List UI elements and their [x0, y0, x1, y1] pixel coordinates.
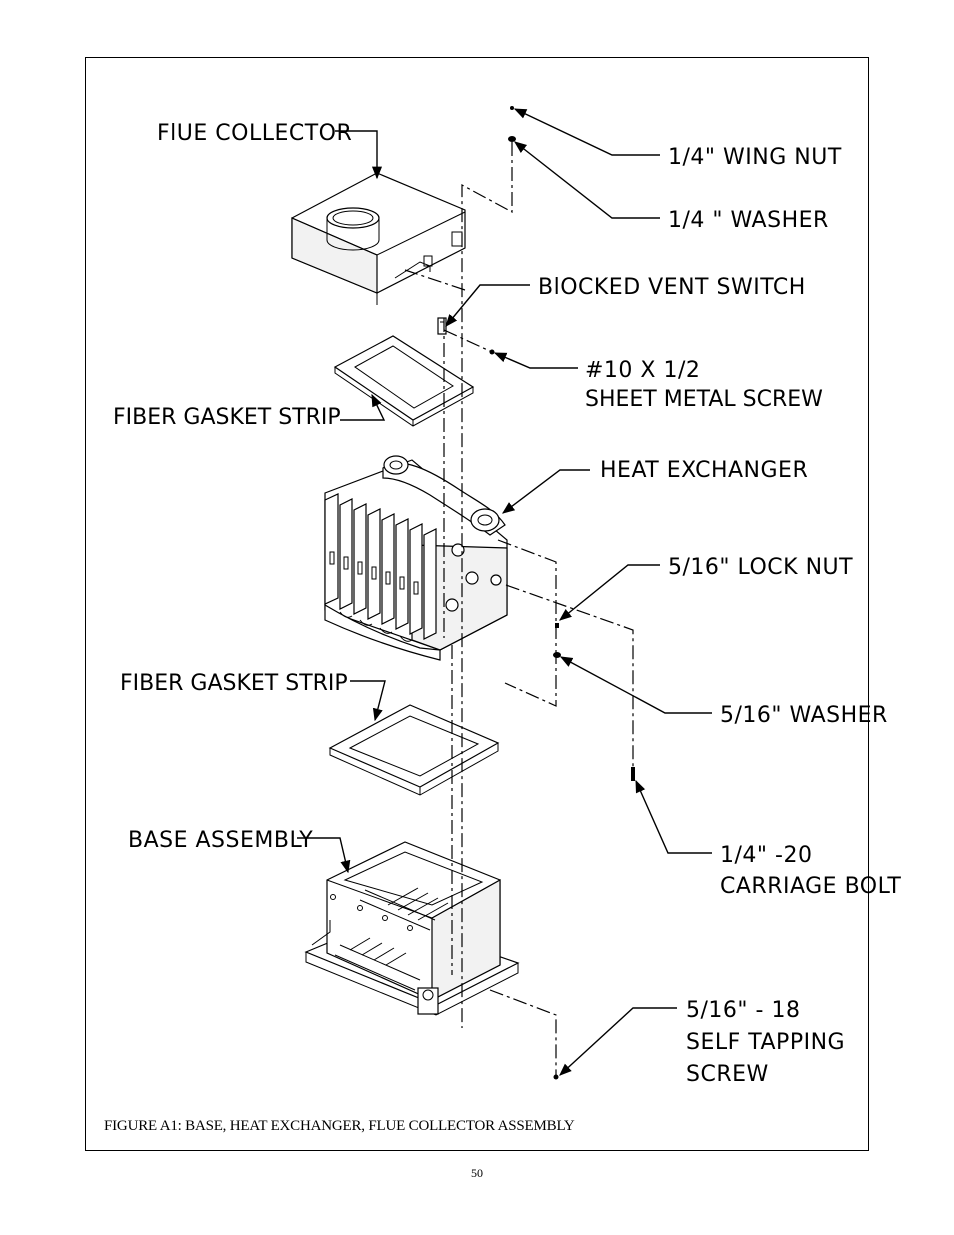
leader-lines: [297, 108, 712, 1076]
label-self-tapping-screw-line3: SCREW: [686, 1062, 769, 1087]
assembly-centerlines: [404, 142, 634, 1075]
label-base-assembly: BASE ASSEMBLY: [128, 828, 313, 853]
label-sheet-metal-screw-line2: SHEET METAL SCREW: [585, 387, 823, 412]
label-carriage-bolt-line1: 1/4" -20: [720, 843, 812, 868]
label-fiber-gasket-strip-bottom: FIBER GASKET STRIP: [120, 671, 348, 696]
label-heat-exchanger: HEAT EXCHANGER: [600, 458, 808, 483]
fiber-gasket-bottom-part: [328, 704, 500, 796]
blocked-vent-switch-part: [437, 317, 447, 335]
label-five-sixteenths-washer: 5/16" WASHER: [720, 703, 888, 728]
label-self-tapping-screw-line1: 5/16" - 18: [686, 998, 800, 1023]
heat-exchanger-part: [324, 455, 508, 661]
label-self-tapping-screw-line2: SELF TAPPING: [686, 1030, 845, 1055]
label-sheet-metal-screw-line1: #10 X 1/2: [585, 358, 700, 383]
page-number: 50: [471, 1166, 483, 1180]
label-lock-nut: 5/16" LOCK NUT: [668, 555, 853, 580]
label-wing-nut: 1/4" WING NUT: [668, 145, 842, 170]
label-quarter-inch-washer: 1/4 " WASHER: [668, 208, 829, 233]
label-fiber-gasket-strip-top: FIBER GASKET STRIP: [113, 405, 341, 430]
figure-frame: [85, 57, 869, 1151]
label-blocked-vent-switch: BlOCKED VENT SWITCH: [538, 275, 806, 300]
fiber-gasket-top-part: [333, 335, 475, 427]
figure-caption: FIGURE A1: BASE, HEAT EXCHANGER, FLUE CO…: [104, 1118, 575, 1134]
label-flue-collector: FlUE COLLECTOR: [157, 121, 352, 146]
hardware-markers: [489, 106, 635, 1080]
flue-collector-part: [291, 172, 466, 305]
label-carriage-bolt-line2: CARRIAGE BOLT: [720, 874, 901, 899]
base-assembly-part: [304, 841, 520, 1016]
